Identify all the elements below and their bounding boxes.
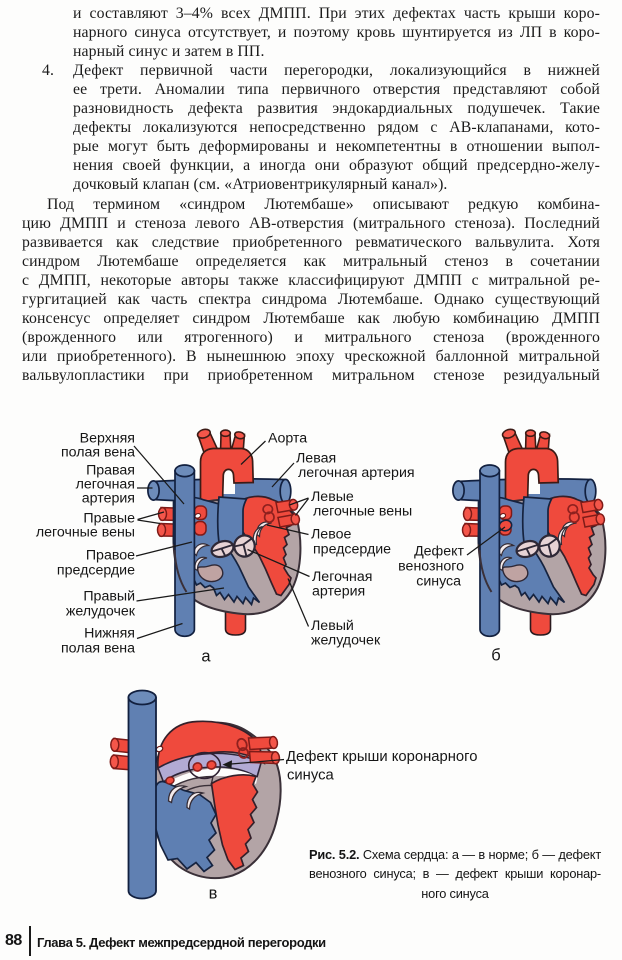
svg-text:синуса: синуса: [416, 574, 461, 590]
svg-text:предсердие: предсердие: [313, 541, 391, 557]
svg-text:желудочек: желудочек: [311, 633, 381, 649]
svg-text:б: б: [491, 647, 500, 665]
svg-text:в: в: [209, 885, 218, 903]
svg-text:Правые: Правые: [83, 511, 135, 527]
svg-text:Левая: Левая: [296, 451, 336, 467]
svg-text:синуса: синуса: [287, 768, 334, 784]
svg-text:Верхняя: Верхняя: [80, 431, 135, 447]
svg-text:Правое: Правое: [86, 548, 135, 564]
svg-text:артерия: артерия: [82, 491, 135, 507]
svg-text:венозного: венозного: [398, 559, 464, 575]
svg-text:легочная: легочная: [76, 477, 135, 493]
svg-text:Нижняя: Нижняя: [84, 626, 135, 642]
svg-text:Легочная: Легочная: [312, 569, 372, 585]
svg-text:Левые: Левые: [311, 489, 354, 505]
svg-text:легочная артерия: легочная артерия: [298, 465, 415, 481]
svg-text:предсердие: предсердие: [57, 563, 135, 579]
svg-text:Правый: Правый: [83, 589, 135, 605]
svg-text:а: а: [201, 648, 211, 666]
svg-text:легочные вены: легочные вены: [36, 525, 135, 541]
svg-text:Аорта: Аорта: [268, 431, 307, 447]
svg-text:Левое: Левое: [311, 527, 351, 543]
svg-text:Левый: Левый: [311, 618, 354, 634]
svg-text:желудочек: желудочек: [66, 604, 136, 620]
svg-text:полая вена: полая вена: [61, 445, 135, 461]
svg-text:артерия: артерия: [312, 584, 365, 600]
svg-text:Правая: Правая: [86, 463, 135, 479]
svg-text:Дефект крыши коронарного: Дефект крыши коронарного: [286, 749, 477, 765]
svg-text:полая вена: полая вена: [61, 641, 135, 657]
svg-text:легочные вены: легочные вены: [313, 503, 412, 519]
svg-text:Дефект: Дефект: [414, 544, 464, 560]
